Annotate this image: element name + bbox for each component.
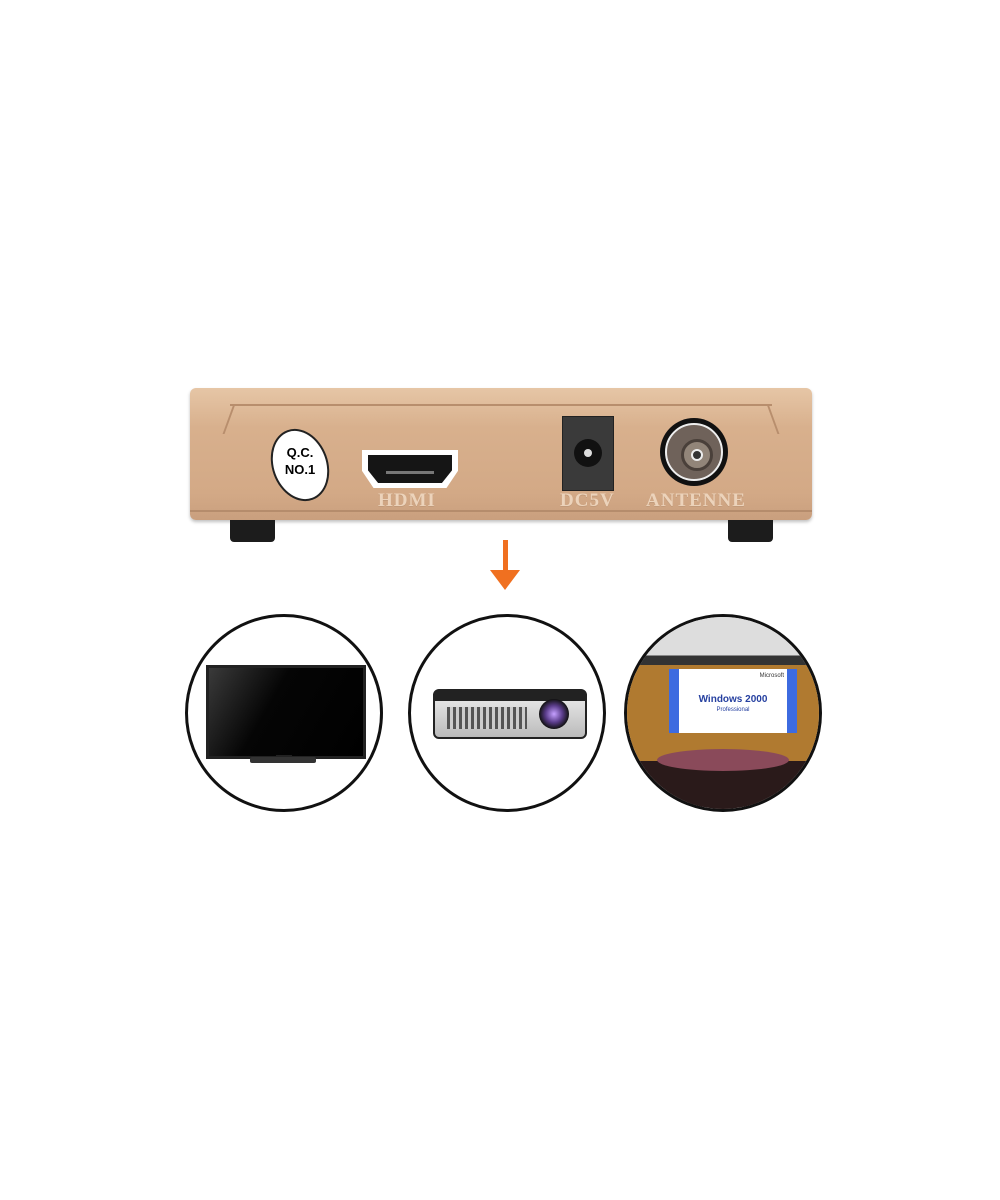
hdmi-converter-device: Q.C. NO.1 HDMI DC5V ANTENNE [190, 388, 812, 520]
panel-edge [230, 404, 772, 406]
screen-title: Windows 2000 [698, 694, 768, 705]
conference-room-image: Microsoft Windows 2000 Professional [624, 614, 822, 812]
arrow-down-icon [503, 540, 508, 574]
dc-power-jack-icon [562, 416, 614, 491]
hdmi-port-icon [362, 450, 458, 488]
television-icon [185, 614, 383, 812]
screen-subtitle: Professional [716, 707, 750, 713]
hdmi-label: HDMI [378, 490, 436, 511]
dc5v-label: DC5V [560, 490, 615, 511]
device-foot-left [230, 520, 275, 542]
device-foot-right [728, 520, 773, 542]
panel-edge-left [222, 404, 236, 434]
qc-text: Q.C. [286, 445, 314, 460]
arrow-head-icon [490, 570, 520, 590]
antenna-port-icon [660, 418, 728, 486]
panel-edge-right [766, 404, 780, 434]
screen-brand: Microsoft [759, 673, 784, 679]
panel-bottom-edge [190, 510, 812, 512]
conference-table [657, 749, 789, 771]
antenne-label: ANTENNE [646, 490, 746, 511]
qc-sticker-text: Q.C. NO.1 [274, 444, 326, 478]
projector-icon [408, 614, 606, 812]
qc-number: NO.1 [284, 462, 316, 477]
projection-screen: Microsoft Windows 2000 Professional [669, 669, 797, 733]
